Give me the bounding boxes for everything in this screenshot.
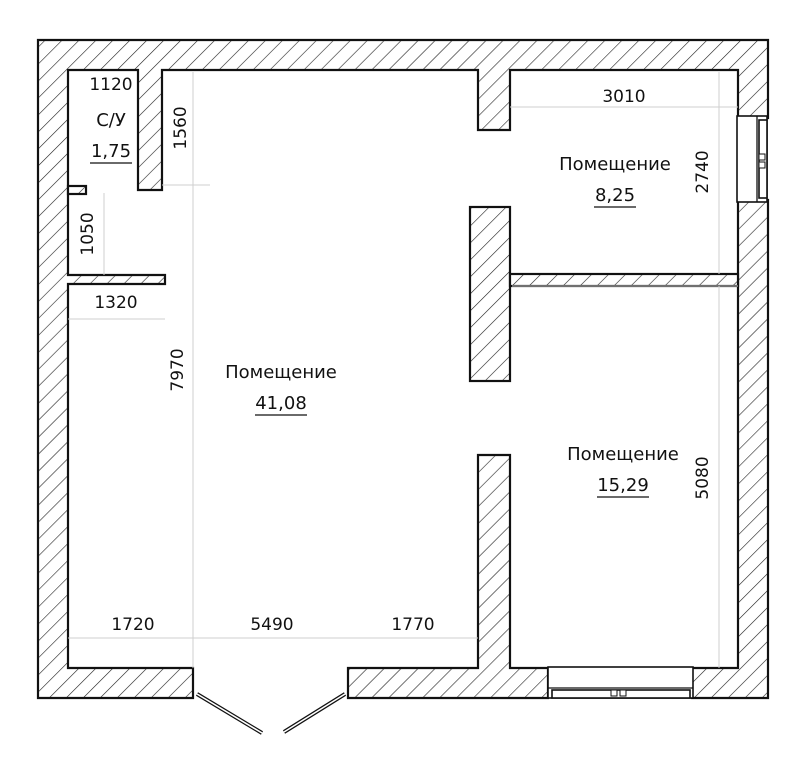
main-room-area: 41,08 [255, 393, 307, 414]
bottom-right-room-area: 15,29 [597, 475, 649, 496]
bottom-right-room-name: Помещение [567, 444, 679, 465]
dim-bath-width: 1120 [89, 75, 132, 95]
bathroom-area: 1,75 [91, 141, 131, 162]
bathroom-name: С/У [96, 110, 126, 131]
entrance-door [195, 692, 347, 735]
dim-bath-height: 1560 [171, 106, 191, 149]
interior-walls [66, 184, 740, 383]
main-room-name: Помещение [225, 362, 337, 383]
dim-bottom-door: 5490 [250, 615, 293, 635]
dim-main-height: 7970 [168, 348, 188, 391]
top-right-room-area: 8,25 [595, 185, 635, 206]
dim-top-right-width: 3010 [602, 87, 645, 107]
outer-wall-left-top-right [36, 38, 770, 700]
window-right [736, 115, 768, 203]
dim-bottom-right-height: 5080 [693, 456, 713, 499]
outer-wall-bottom-middle [346, 453, 550, 700]
dim-bottom-mid: 1770 [391, 615, 434, 635]
window-bottom [547, 666, 694, 699]
dim-top-right-height: 2740 [693, 150, 713, 193]
partition-center [468, 205, 512, 383]
partition-stub-left [66, 184, 88, 196]
dim-bottom-left: 1720 [111, 615, 154, 635]
dim-wall-gap: 1050 [78, 212, 98, 255]
room-labels: С/У 1,75 Помещение 41,08 Помещение 8,25 … [90, 110, 679, 498]
top-right-room-name: Помещение [559, 154, 671, 175]
dimension-lines [68, 72, 738, 668]
dim-hall-width: 1320 [94, 293, 137, 313]
dimension-labels: 1120 1560 1050 1320 7970 3010 2740 5080 … [78, 75, 713, 635]
partition-horizontal-right [508, 272, 740, 288]
outer-walls [36, 38, 770, 700]
